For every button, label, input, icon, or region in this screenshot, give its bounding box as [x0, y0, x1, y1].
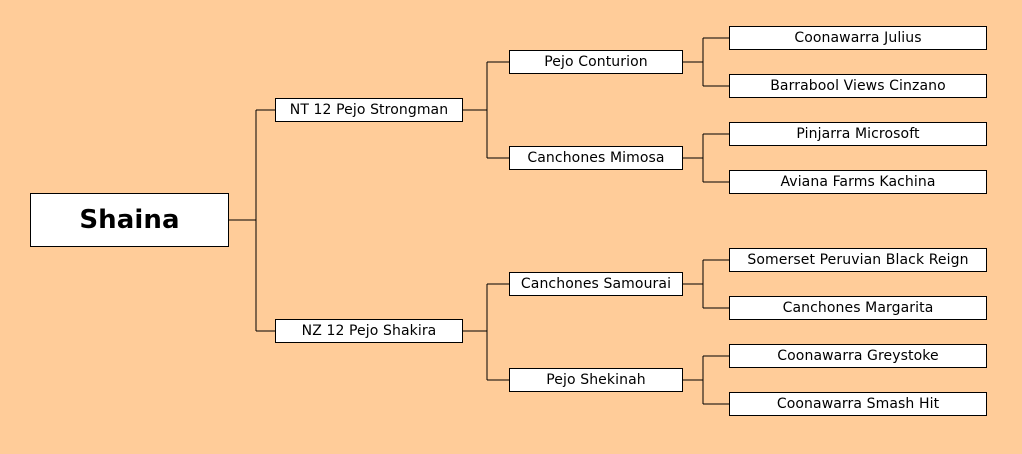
dam-name: NZ 12 Pejo Shakira: [301, 323, 437, 339]
sire-sire-sire-name: Coonawarra Julius: [794, 30, 922, 46]
dam-sire-dam-box: Canchones Margarita: [729, 296, 987, 320]
dam-dam-dam-box: Coonawarra Smash Hit: [729, 392, 987, 416]
sire-dam-box: Canchones Mimosa: [509, 146, 683, 170]
dam-dam-name: Pejo Shekinah: [546, 372, 646, 388]
sire-dam-name: Canchones Mimosa: [527, 150, 665, 166]
sire-dam-dam-box: Aviana Farms Kachina: [729, 170, 987, 194]
sire-sire-dam-name: Barrabool Views Cinzano: [770, 78, 946, 94]
dam-sire-dam-name: Canchones Margarita: [782, 300, 934, 316]
sire-box: NT 12 Pejo Strongman: [275, 98, 463, 122]
sire-dam-dam-name: Aviana Farms Kachina: [780, 174, 936, 190]
dam-sire-sire-name: Somerset Peruvian Black Reign: [747, 252, 969, 268]
sire-name: NT 12 Pejo Strongman: [289, 102, 449, 118]
sire-dam-sire-box: Pinjarra Microsoft: [729, 122, 987, 146]
dam-sire-sire-box: Somerset Peruvian Black Reign: [729, 248, 987, 272]
subject-box: Shaina: [30, 193, 229, 247]
sire-sire-name: Pejo Conturion: [544, 54, 648, 70]
dam-sire-box: Canchones Samourai: [509, 272, 683, 296]
sire-sire-sire-box: Coonawarra Julius: [729, 26, 987, 50]
dam-box: NZ 12 Pejo Shakira: [275, 319, 463, 343]
dam-dam-sire-name: Coonawarra Greystoke: [777, 348, 939, 364]
sire-sire-dam-box: Barrabool Views Cinzano: [729, 74, 987, 98]
subject-name: Shaina: [79, 205, 180, 235]
dam-dam-dam-name: Coonawarra Smash Hit: [776, 396, 940, 412]
dam-dam-box: Pejo Shekinah: [509, 368, 683, 392]
sire-sire-box: Pejo Conturion: [509, 50, 683, 74]
sire-dam-sire-name: Pinjarra Microsoft: [796, 126, 920, 142]
dam-sire-name: Canchones Samourai: [520, 276, 672, 292]
dam-dam-sire-box: Coonawarra Greystoke: [729, 344, 987, 368]
